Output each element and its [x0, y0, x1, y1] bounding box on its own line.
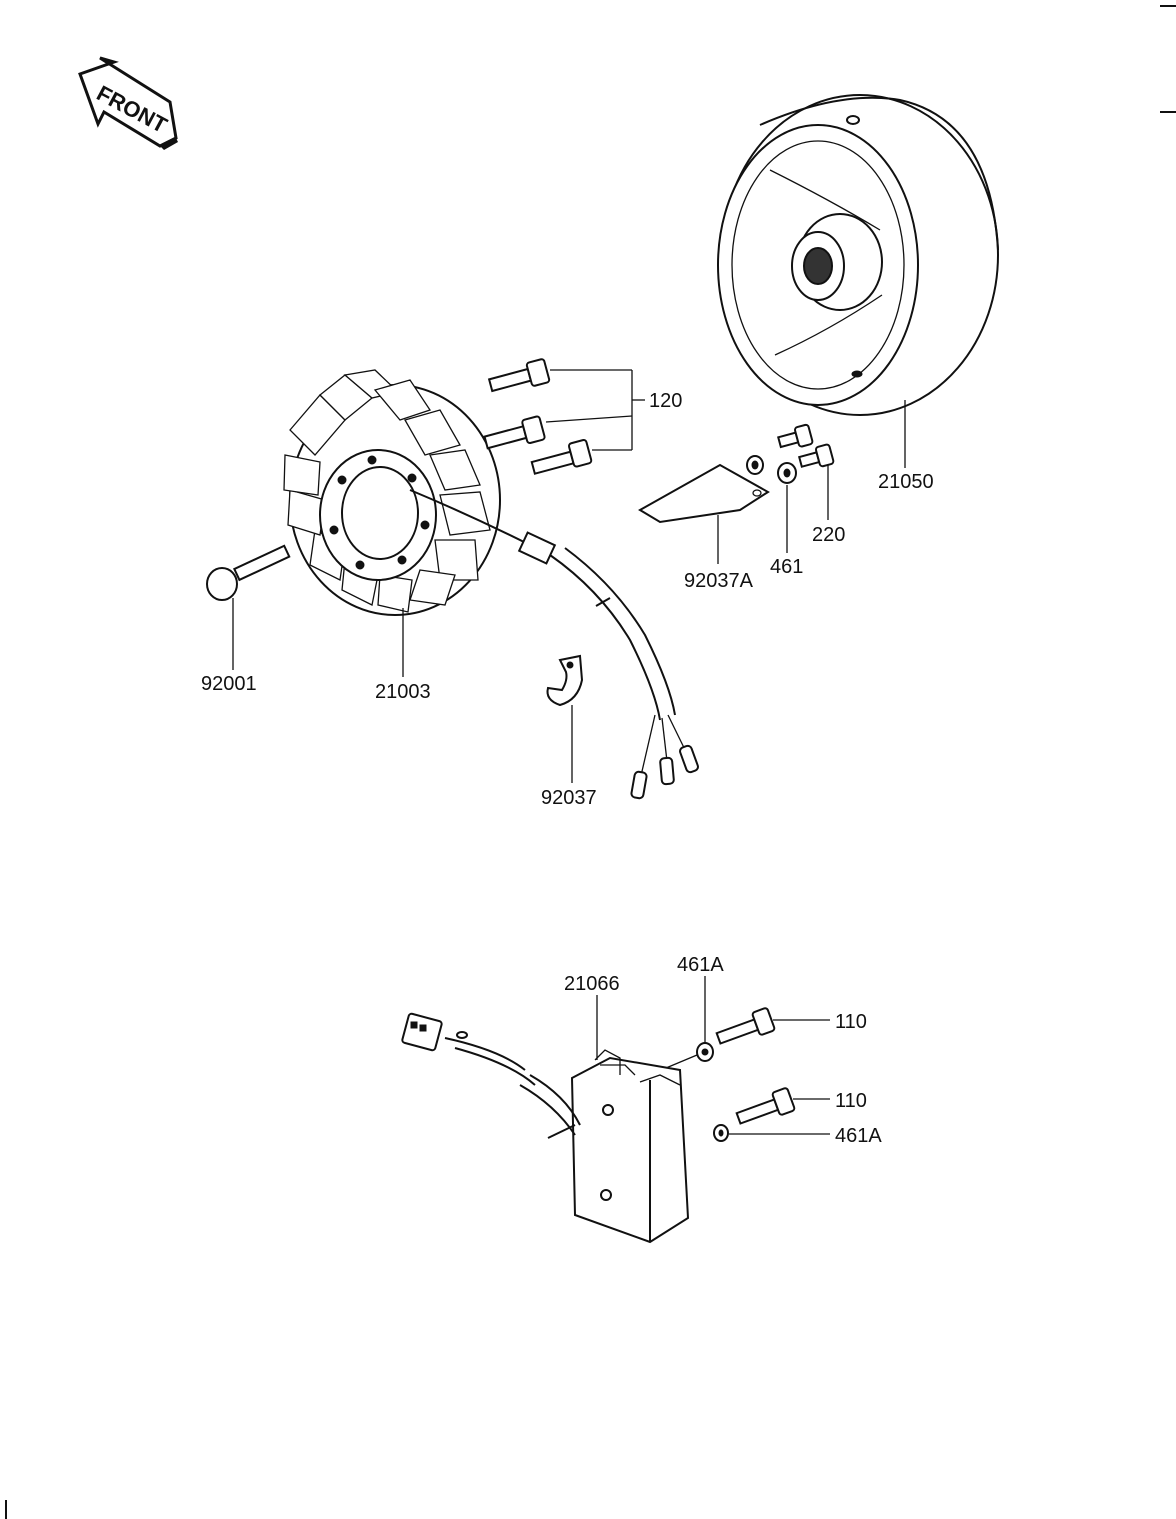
leader-lines: [232, 400, 906, 1135]
washers-461: [746, 455, 797, 484]
bolts-220: [777, 423, 835, 468]
callout-bolt-reg-top: 110: [835, 1011, 867, 1033]
callout-bolt-small: 220: [812, 524, 845, 546]
callout-washer-a-bottom: 461A: [835, 1125, 882, 1147]
callout-bolt-stator: 92001: [201, 673, 257, 695]
bolt-set-120: [483, 358, 645, 475]
front-arrow-icon: FRONT: [78, 56, 178, 150]
callout-labels: 120 21050 220 461 92037A 92001 21003 920…: [201, 390, 934, 1147]
regulator-rectifier: [401, 1012, 690, 1244]
callout-bolt-reg-bottom: 110: [835, 1090, 867, 1112]
callout-washer-a-top: 461A: [677, 954, 724, 976]
stator-coil: [283, 369, 699, 800]
page-registration-marks: [5, 5, 1176, 1519]
callout-bolt-set: 120: [649, 390, 682, 412]
callout-stator: 21003: [375, 681, 431, 703]
callout-plate: 92037A: [684, 570, 754, 592]
flywheel-rotor: [717, 94, 999, 416]
regulator-bolts-110: [715, 1007, 796, 1125]
callout-clamp: 92037: [541, 787, 597, 809]
callout-washer: 461: [770, 556, 803, 578]
bolt-92001: [206, 544, 291, 601]
clamp-92037: [546, 654, 584, 707]
callout-regulator: 21066: [564, 973, 620, 995]
callout-flywheel: 21050: [878, 471, 934, 493]
plate-92037a: [638, 463, 770, 524]
